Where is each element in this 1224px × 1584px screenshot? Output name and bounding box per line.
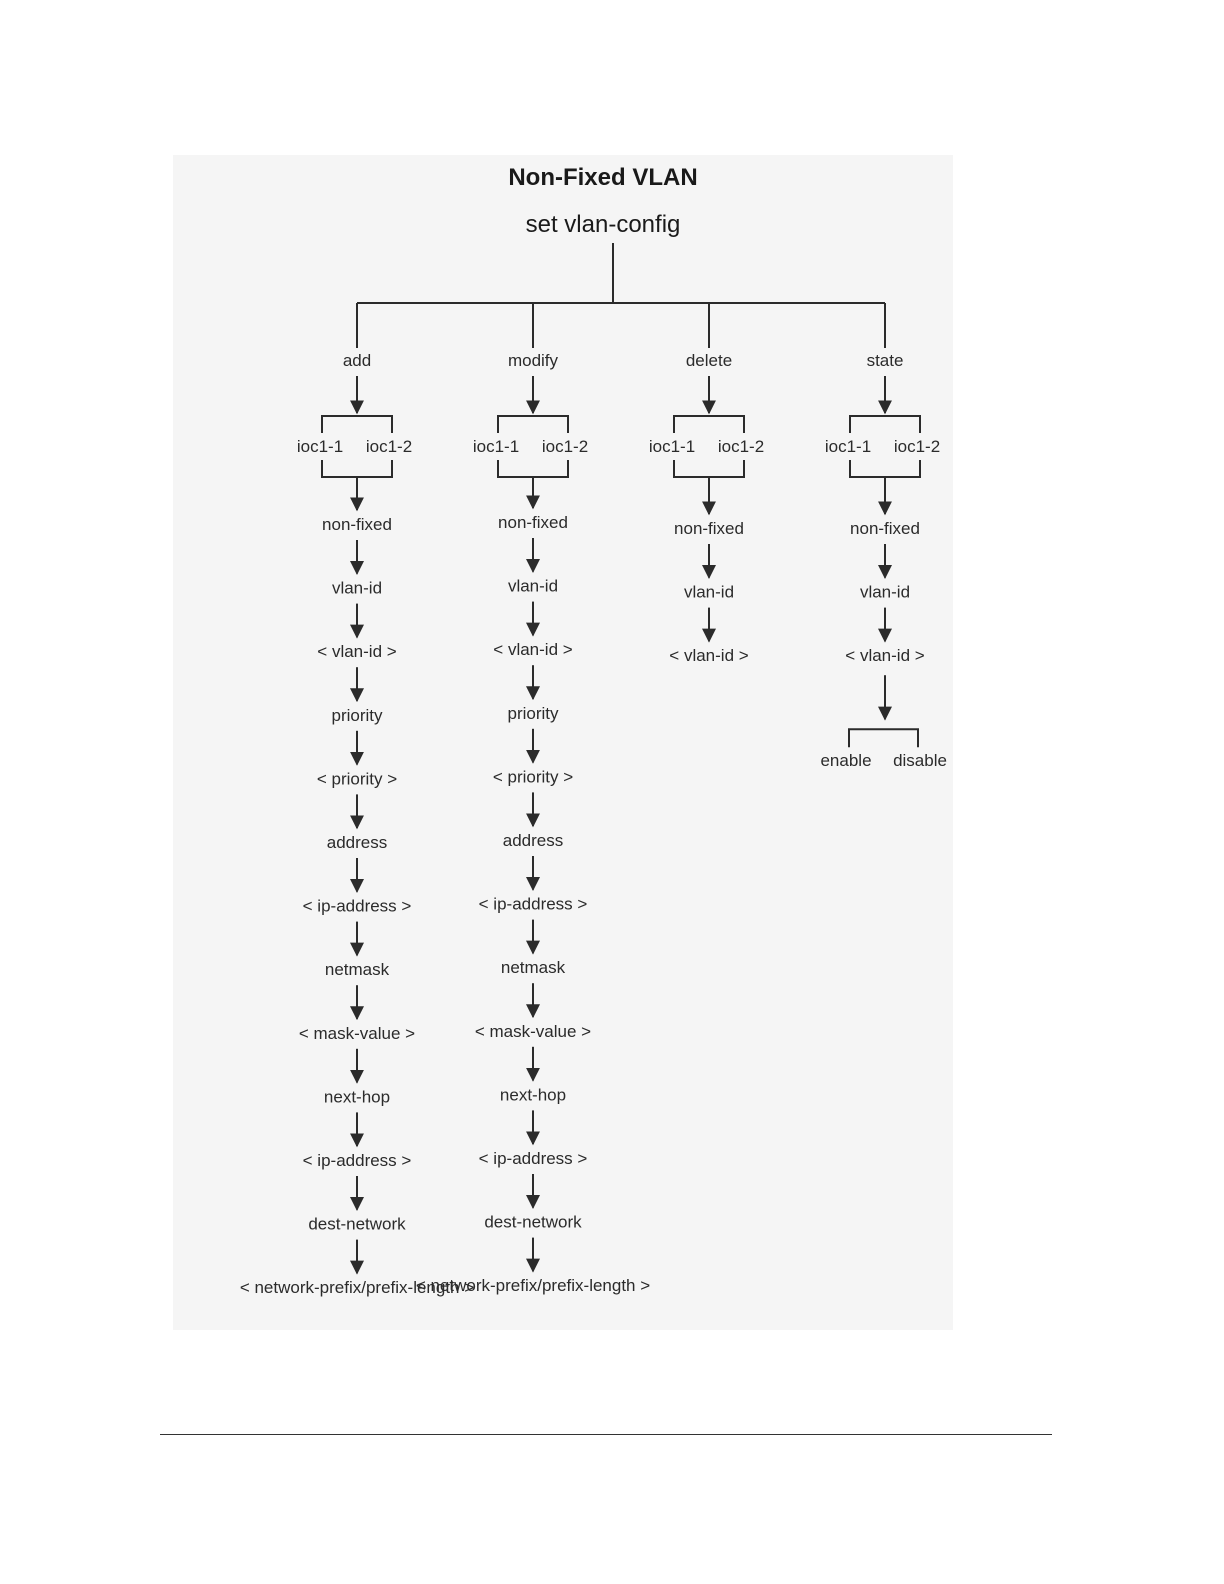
chain-node: non-fixed [322,515,392,534]
chain-node: < vlan-id > [493,640,572,659]
chain-node: netmask [325,960,390,979]
ioc-option-1: ioc1-1 [297,437,343,456]
chain-node: dest-network [484,1213,582,1232]
ioc-option-2: ioc1-2 [894,437,940,456]
ioc-bracket-bottom-add [321,460,393,478]
chain-node: < ip-address > [303,1151,412,1170]
chain-node: netmask [501,958,566,977]
ioc-option-1: ioc1-1 [473,437,519,456]
chain-node: < vlan-id > [317,642,396,661]
chain-node: < ip-address > [479,1149,588,1168]
diagram-figure: Non-Fixed VLAN set vlan-config add ioc1-1… [173,155,953,1330]
chain-node: < vlan-id > [669,646,748,665]
branch-label-add: add [343,351,371,370]
chain-node: priority [507,704,559,723]
option-disable: disable [893,751,947,770]
ioc-bracket-top-modify [497,415,569,433]
connector-lines [321,243,921,1275]
ioc-bracket-bottom-state [849,460,921,478]
chain-node: vlan-id [860,583,910,602]
ioc-bracket-top-delete [673,415,745,433]
chain-node: < ip-address > [479,895,588,914]
chain-node: next-hop [500,1085,566,1104]
footer-divider [160,1434,1052,1435]
ioc-option-2: ioc1-2 [542,437,588,456]
chain-node: < priority > [317,769,397,788]
chain-node: < mask-value > [299,1024,415,1043]
root-command: set vlan-config [526,211,681,238]
chain-node: next-hop [324,1087,390,1106]
chain-node: priority [331,706,383,725]
ioc-option-2: ioc1-2 [718,437,764,456]
chain-node: < mask-value > [475,1022,591,1041]
chain-node: < network-prefix/prefix-length > [416,1276,650,1295]
ioc-bracket-top-state [849,415,921,433]
ioc-option-2: ioc1-2 [366,437,412,456]
ioc-option-1: ioc1-1 [649,437,695,456]
vlan-config-tree: Non-Fixed VLAN set vlan-config add ioc1-1… [240,164,947,1297]
chain-node: vlan-id [684,583,734,602]
chain-node: address [503,831,563,850]
branch-label-state: state [867,351,904,370]
chain-node: vlan-id [332,579,382,598]
option-enable: enable [820,751,871,770]
chain-node: dest-network [308,1215,406,1234]
chain-node: < priority > [493,767,573,786]
chain-node: non-fixed [674,519,744,538]
chain-node: vlan-id [508,577,558,596]
chain-node: non-fixed [850,519,920,538]
diagram-title: Non-Fixed VLAN [508,164,697,191]
chain-node: < network-prefix/prefix-length > [240,1278,474,1297]
chain-node: < vlan-id > [845,646,924,665]
tree-nodes: add ioc1-1 ioc1-2 non-fixed vlan-id < vlan-id… [240,351,947,1297]
ioc-bracket-bottom-modify [497,460,569,478]
branch-label-delete: delete [686,351,732,370]
chain-node: non-fixed [498,513,568,532]
ioc-bracket-top-add [321,415,393,433]
ioc-option-1: ioc1-1 [825,437,871,456]
options-bracket [848,728,919,748]
chain-node: address [327,833,387,852]
branch-label-modify: modify [508,351,559,370]
chain-node: < ip-address > [303,897,412,916]
ioc-bracket-bottom-delete [673,460,745,478]
